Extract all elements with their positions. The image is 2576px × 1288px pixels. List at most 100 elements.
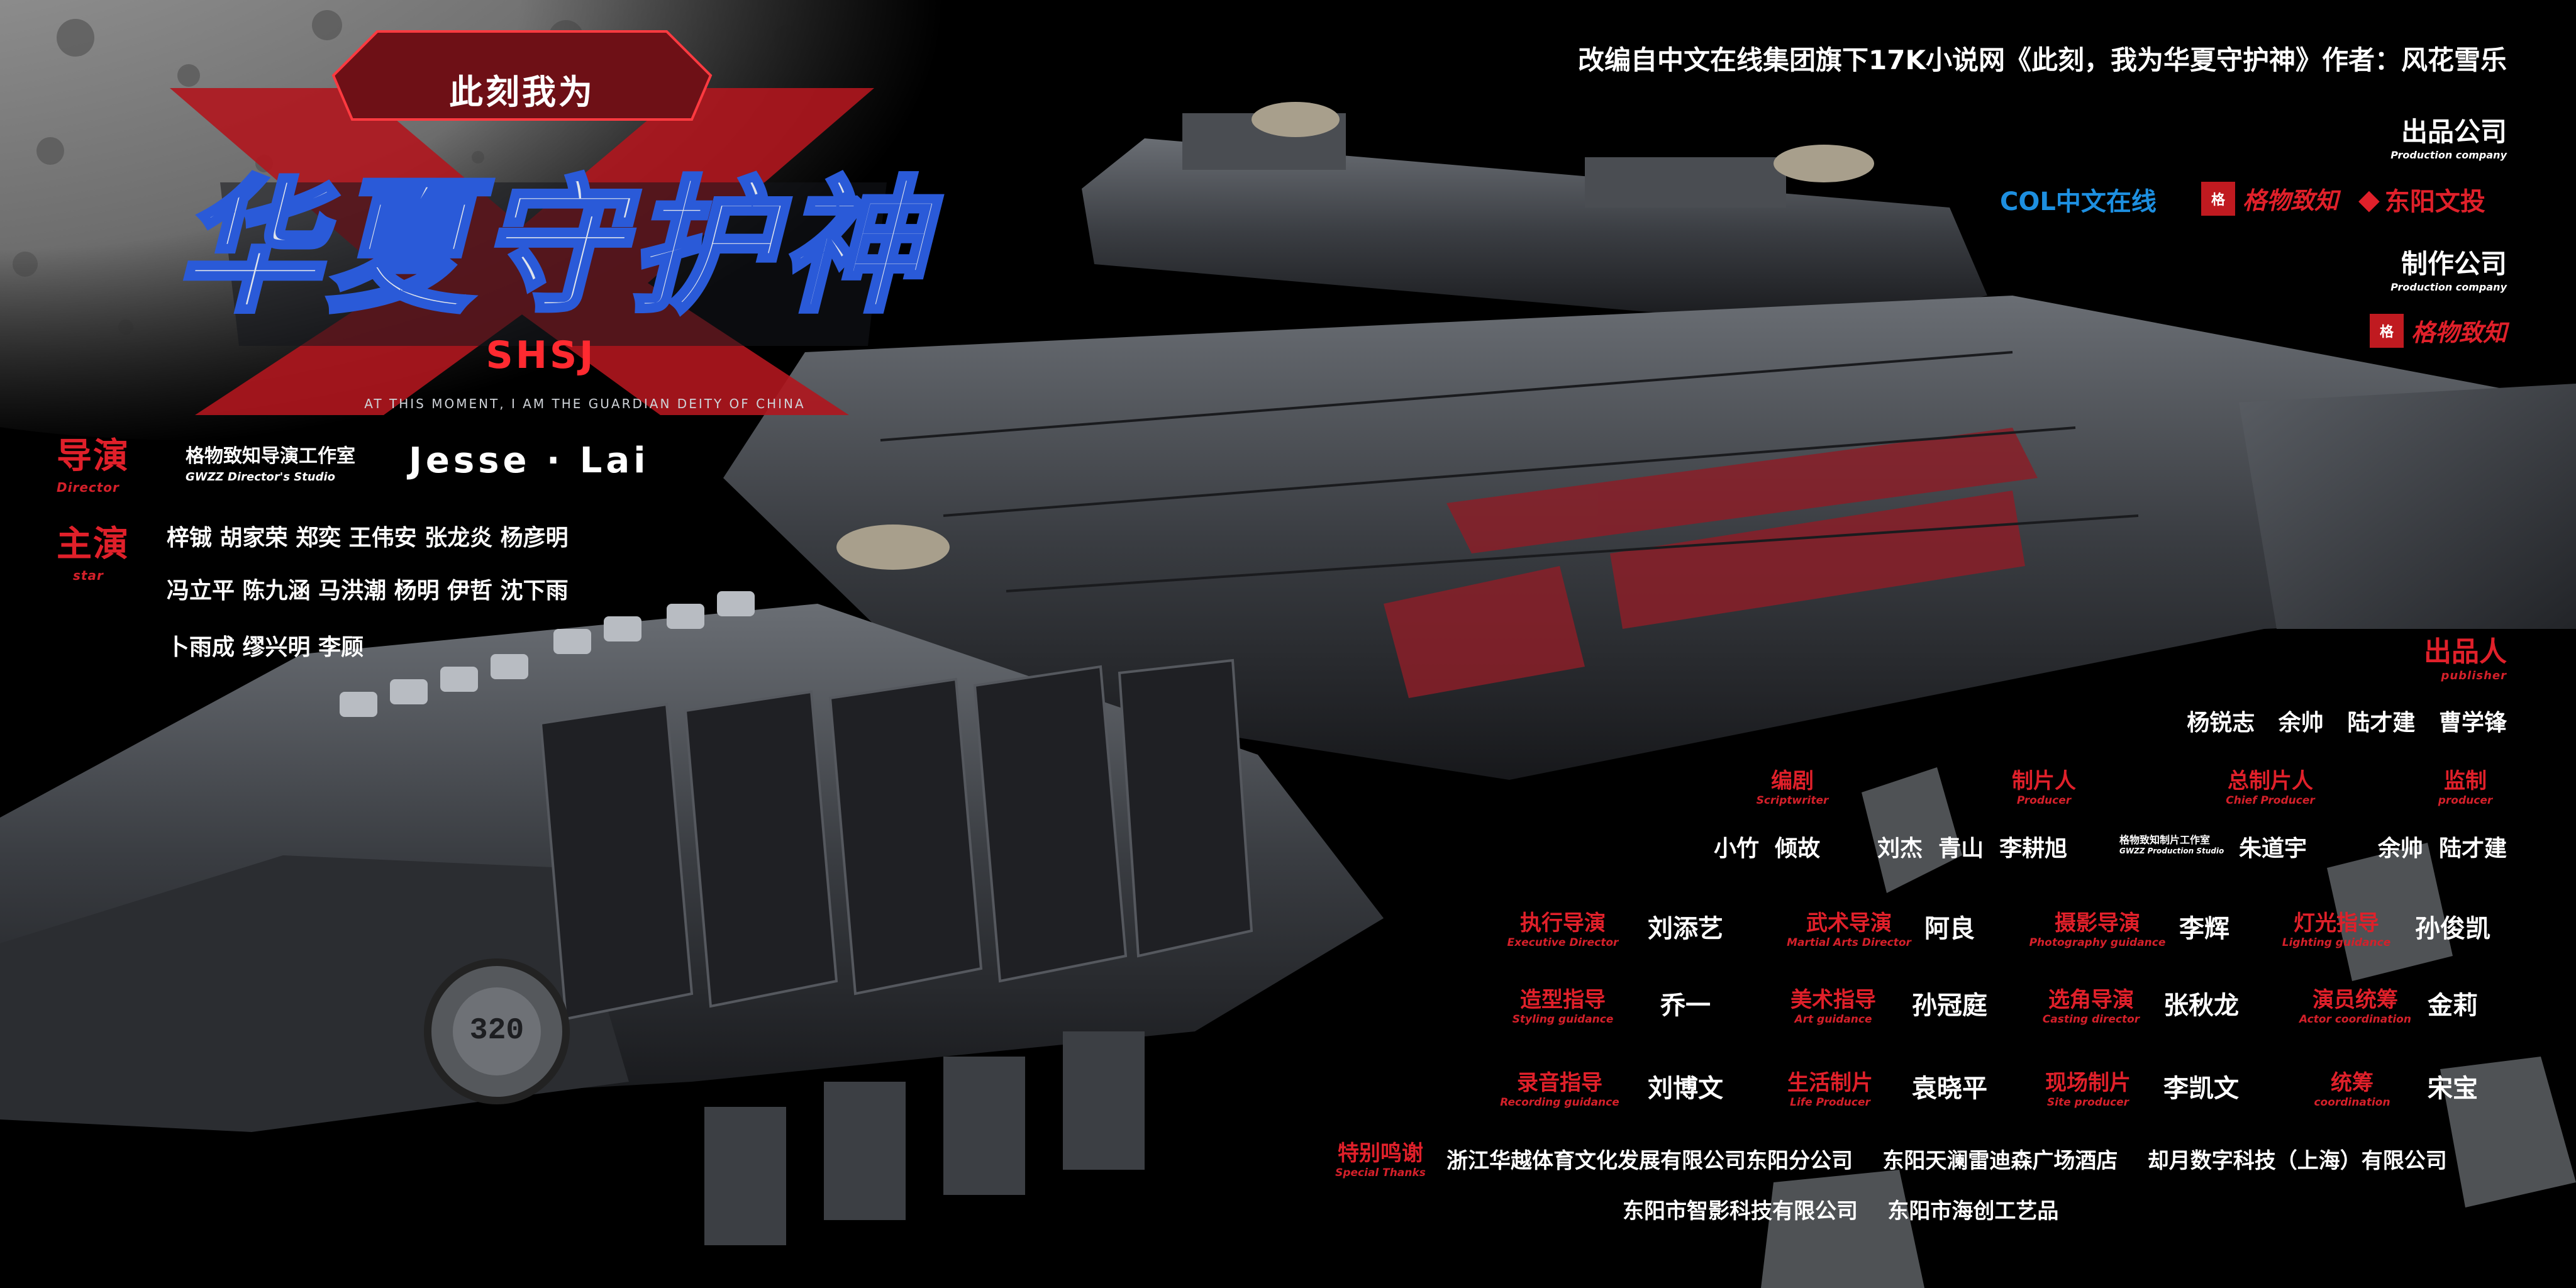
chief-producer-studio-en: GWZZ Production Studio: [2119, 847, 2224, 855]
making-logo-text: 格物致知: [2411, 319, 2507, 347]
starring-row-2: 冯立平 陈九涵 马洪潮 杨明 伊哲 沈下雨: [167, 578, 569, 604]
supervisor-title: 监制: [2444, 769, 2487, 794]
logo-col-zhongwen: COL中文在线: [2000, 187, 2157, 216]
gewu-seal-icon-2: 格: [2369, 313, 2404, 348]
crew-en: coordination: [2314, 1096, 2390, 1109]
crew-name: 金莉: [2428, 991, 2478, 1020]
special-thanks-label-en: Special Thanks: [1335, 1167, 1426, 1179]
chief-producer-names: 朱道宇: [2239, 836, 2307, 862]
crew-actor-coordination: 演员统筹 Actor coordination: [2283, 982, 2428, 1026]
director-label: 导演: [57, 436, 130, 477]
crew-en: Photography guidance: [2029, 936, 2166, 949]
producer-names: 刘杰 青山 李耕旭: [1877, 836, 2068, 862]
scriptwriter-en: Scriptwriter: [1756, 794, 1829, 807]
starring-label: 主演: [57, 524, 130, 565]
director-studio-en: GWZZ Director's Studio: [186, 470, 336, 484]
special-thanks-line-2: 东阳市智影科技有限公司 东阳市海创工艺品: [1623, 1199, 2059, 1224]
starring-block: 主演 star: [57, 516, 130, 583]
logo-short-code: SHSJ: [486, 333, 596, 377]
special-thanks-block: 特别鸣谢 Special Thanks: [1314, 1136, 1446, 1179]
adapted-from-line: 改编自中文在线集团旗下17K小说网《此刻，我为华夏守护神》作者：风花雪乐: [1578, 45, 2507, 75]
crew-title: 美术指导: [1790, 987, 1876, 1013]
special-thanks-label: 特别鸣谢: [1338, 1141, 1423, 1166]
crew-title: 演员统筹: [2312, 987, 2398, 1013]
logo-english-title: AT THIS MOMENT, I AM THE GUARDIAN DEITY …: [364, 396, 806, 411]
crew-title: 灯光指导: [2294, 911, 2379, 936]
making-company-block: 制作公司 Production company: [2390, 243, 2507, 293]
crew-name: 刘添艺: [1648, 914, 1723, 943]
crew-title: 统筹: [2331, 1070, 2373, 1096]
crew-title: 摄影导演: [2055, 911, 2140, 936]
director-block: 导演 Director: [57, 428, 130, 495]
starring-row-1: 梓铖 胡家荣 郑奕 王伟安 张龙炎 杨彦明: [167, 525, 569, 551]
crew-title: 执行导演: [1520, 911, 1606, 936]
crew-en: Lighting guidance: [2282, 936, 2391, 949]
crew-title: 生活制片: [1787, 1070, 1873, 1096]
crew-name: 阿良: [1924, 914, 1975, 943]
publisher-label-en: publisher: [2441, 669, 2507, 682]
crew-en: Recording guidance: [1500, 1096, 1619, 1109]
credit-scriptwriter: 编剧 Scriptwriter: [1742, 763, 1843, 807]
crew-en: Actor coordination: [2299, 1013, 2411, 1026]
gewu-seal-icon: 格: [2201, 181, 2235, 216]
logo-x-emblem: [170, 30, 887, 415]
making-company-label: 制作公司: [2401, 248, 2507, 279]
crew-name: 孙冠庭: [1912, 991, 1987, 1020]
crew-en: Life Producer: [1790, 1096, 1870, 1109]
crew-life-producer: 生活制片 Life Producer: [1774, 1065, 1887, 1109]
starring-label-en: star: [73, 568, 104, 583]
hull-number: 320: [469, 1014, 525, 1048]
publisher-names: 杨锐志 余帅 陆才建 曹学锋: [2187, 710, 2507, 736]
crew-executive-director: 执行导演 Executive Director: [1497, 906, 1629, 949]
crew-en: Casting director: [2042, 1013, 2140, 1026]
crew-coordination: 统筹 coordination: [2296, 1065, 2409, 1109]
crew-lighting-guidance: 灯光指导 Lighting guidance: [2264, 906, 2409, 949]
credit-supervisor: 监制 producer: [2421, 763, 2509, 807]
crew-photography-director: 摄影导演 Photography guidance: [2019, 906, 2176, 949]
starring-row-3: 卜雨成 缪兴明 李顾: [167, 635, 364, 660]
crew-site-producer: 现场制片 Site producer: [2028, 1065, 2148, 1109]
crew-name: 孙俊凯: [2415, 914, 2490, 943]
crew-name: 刘博文: [1648, 1074, 1723, 1103]
producer-title: 制片人: [2012, 769, 2076, 794]
logo-dongyang-wentou: ◆ 东阳文投: [2358, 181, 2485, 218]
crew-title: 录音指导: [1517, 1070, 1602, 1096]
making-company-logo: 格 格物致知: [2369, 313, 2507, 348]
supervisor-en: producer: [2438, 794, 2493, 807]
crew-name: 乔一: [1660, 991, 1711, 1020]
credit-chief-producer: 总制片人 Chief Producer: [2189, 763, 2352, 807]
crew-en: Styling guidance: [1512, 1013, 1614, 1026]
crew-title: 现场制片: [2045, 1070, 2131, 1096]
scriptwriter-title: 编剧: [1771, 769, 1814, 794]
crew-name: 李辉: [2179, 914, 2229, 943]
director-label-en: Director: [57, 480, 119, 495]
crew-en: Executive Director: [1507, 936, 1619, 949]
dongyang-mark-icon: ◆: [2358, 183, 2380, 216]
crew-name: 张秋龙: [2163, 991, 2239, 1020]
publisher-block: 出品人 publisher: [2424, 629, 2507, 682]
crew-title: 武术导演: [1806, 911, 1892, 936]
crew-name: 李凯文: [2163, 1074, 2239, 1103]
chief-producer-title: 总制片人: [2228, 769, 2313, 794]
crew-en: Site producer: [2046, 1096, 2129, 1109]
crew-casting-director: 选角导演 Casting director: [2028, 982, 2154, 1026]
crew-title: 选角导演: [2048, 987, 2134, 1013]
logo-main-title: 华夏守护神: [174, 164, 931, 332]
crew-recording-guidance: 录音指导 Recording guidance: [1491, 1065, 1629, 1109]
production-company-block: 出品公司 Production company: [2390, 111, 2507, 161]
crew-art-guidance: 美术指导 Art guidance: [1774, 982, 1893, 1026]
crew-en: Martial Arts Director: [1787, 936, 1911, 949]
production-company-label-en: Production company: [2390, 149, 2507, 161]
crew-en: Art guidance: [1794, 1013, 1872, 1026]
chief-producer-studio: 格物致知制片工作室: [2119, 834, 2211, 846]
credit-producer: 制片人 Producer: [1975, 763, 2113, 807]
production-company-label: 出品公司: [2401, 116, 2507, 147]
crew-martial-arts-director: 武术导演 Martial Arts Director: [1774, 906, 1924, 949]
crew-styling-guidance: 造型指导 Styling guidance: [1497, 982, 1629, 1026]
making-company-label-en: Production company: [2390, 281, 2507, 293]
gewu-logo-text: 格物致知: [2243, 187, 2339, 214]
title-logo: 此刻我为 华夏守护神 SHSJ AT THIS MOMENT, I AM THE…: [94, 19, 950, 421]
logo-gewuzhizhi: 格 格物致知: [2201, 181, 2338, 216]
